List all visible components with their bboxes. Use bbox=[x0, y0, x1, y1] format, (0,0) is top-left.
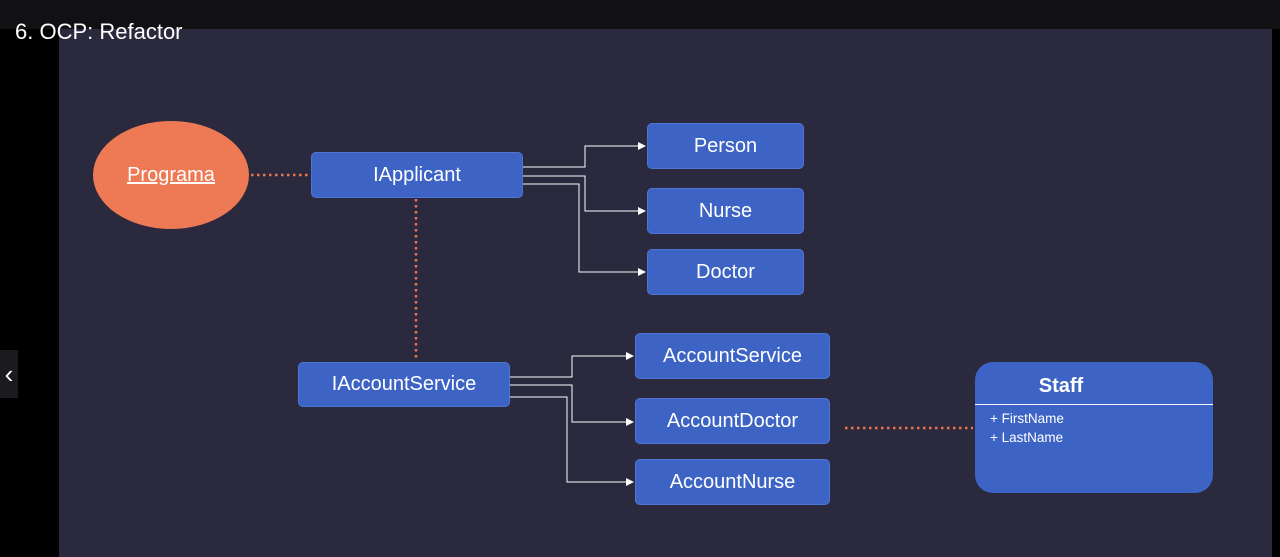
arrow-iaccountservice-accountservice bbox=[510, 352, 634, 378]
top-bar bbox=[0, 0, 1280, 29]
accountnurse-node: AccountNurse bbox=[635, 459, 830, 505]
accountdoctor-node: AccountDoctor bbox=[635, 398, 830, 444]
arrow-iapplicant-doctor bbox=[523, 183, 646, 276]
person-node: Person bbox=[647, 123, 804, 169]
staff-attributes: + FirstName + LastName bbox=[975, 405, 1213, 447]
chevron-left-icon: ‹ bbox=[4, 359, 14, 389]
arrow-iapplicant-nurse bbox=[523, 175, 646, 215]
staff-class-node: Staff + FirstName + LastName bbox=[975, 362, 1213, 493]
staff-attribute: + FirstName bbox=[990, 411, 1064, 426]
programa-label: Programa bbox=[127, 163, 215, 186]
arrow-iaccountservice-accountdoctor bbox=[510, 384, 634, 426]
arrow-iaccountservice-accountnurse bbox=[510, 396, 634, 486]
iaccountservice-node: IAccountService bbox=[298, 362, 510, 407]
arrow-iapplicant-person bbox=[523, 142, 646, 168]
video-title: 6. OCP: Refactor bbox=[15, 19, 183, 44]
doctor-node: Doctor bbox=[647, 249, 804, 295]
previous-button[interactable]: ‹ bbox=[0, 350, 18, 398]
nurse-node: Nurse bbox=[647, 188, 804, 234]
staff-class-title: Staff bbox=[975, 362, 1213, 405]
iapplicant-node: IApplicant bbox=[311, 152, 523, 198]
accountservice-node: AccountService bbox=[635, 333, 830, 379]
staff-attribute: + LastName bbox=[990, 430, 1064, 445]
programa-node: Programa bbox=[93, 121, 249, 229]
